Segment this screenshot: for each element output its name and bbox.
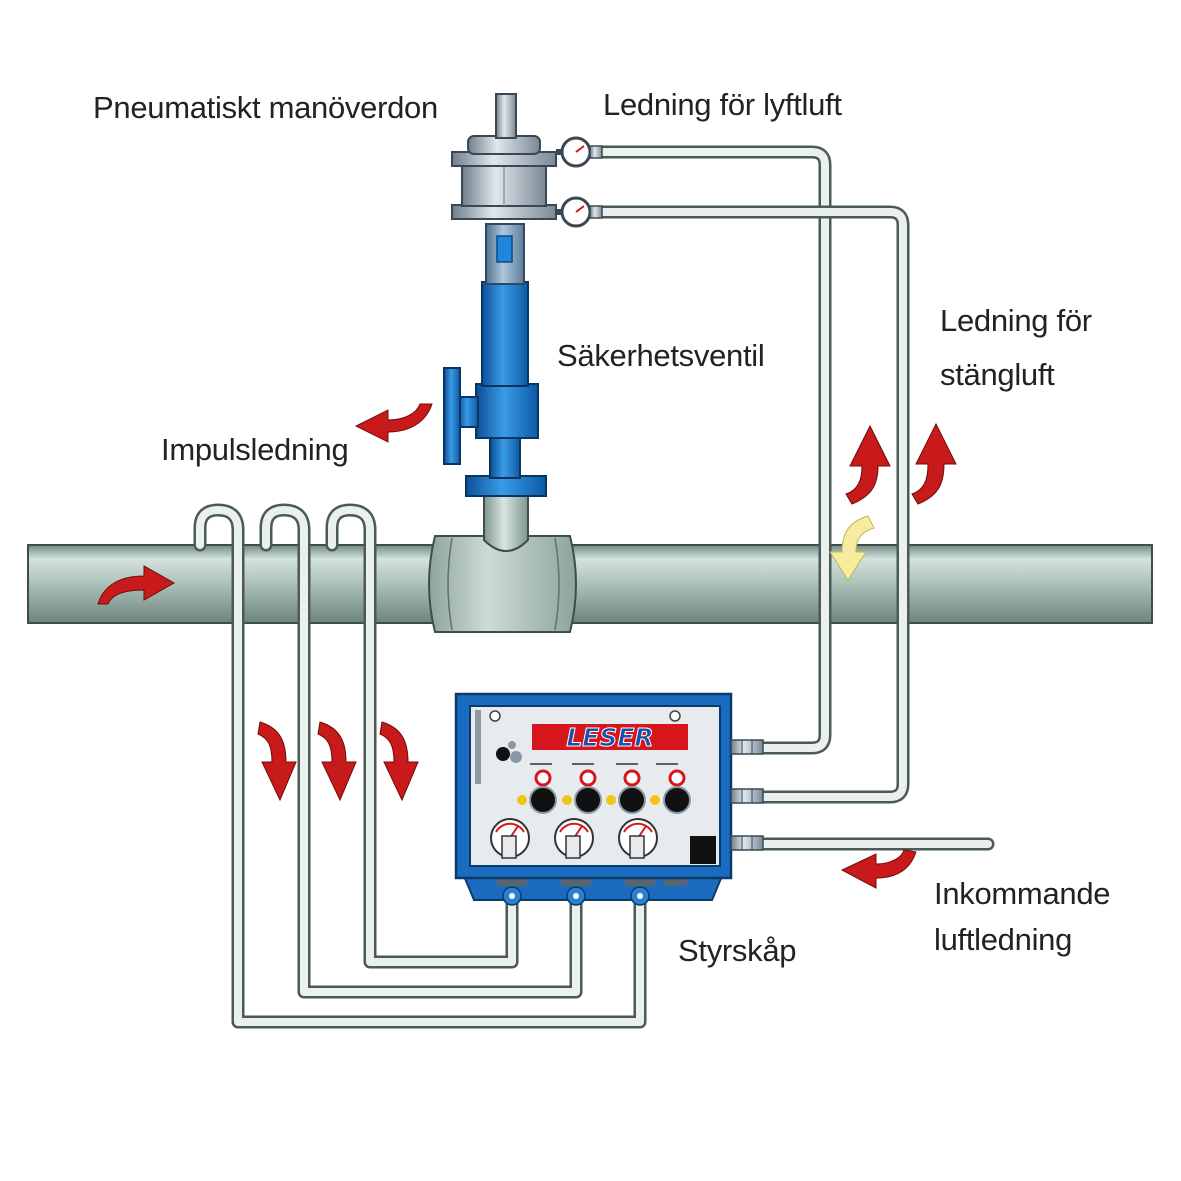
indicator-lamps <box>517 763 686 805</box>
label-close-air-line-1: Ledning för <box>940 303 1092 338</box>
label-safety-valve: Säkerhetsventil <box>557 338 765 373</box>
flow-arrow-icon <box>257 721 297 802</box>
flow-arrow-icon <box>354 403 433 443</box>
push-button-icon <box>529 786 691 814</box>
brand-name: LESER <box>566 723 653 752</box>
cabinet-valve-icon <box>502 886 650 906</box>
pressure-gauge-icon <box>556 136 603 168</box>
label-impulse-line: Impulsledning <box>161 432 349 467</box>
selector-dial-icon <box>618 818 658 859</box>
tube-core <box>196 506 644 1026</box>
air-lines <box>593 145 995 851</box>
tube-core <box>328 506 516 966</box>
pressure-gauge-icon <box>556 196 603 228</box>
label-lift-air-line: Ledning för lyftluft <box>603 87 842 122</box>
flow-arrow-icon <box>317 721 357 802</box>
tube-core <box>262 506 580 996</box>
flow-arrows <box>97 403 957 889</box>
tube-core <box>596 148 829 752</box>
label-control-cabinet: Styrskåp <box>678 933 797 968</box>
leser-logo: LESER <box>532 723 688 753</box>
flow-arrow-icon <box>829 515 875 581</box>
flow-arrow-icon <box>840 849 917 889</box>
flow-arrow-icon <box>845 424 891 505</box>
flow-arrow-icon <box>911 422 957 505</box>
control-cabinet: LESER <box>454 692 764 906</box>
label-actuator: Pneumatiskt manöverdon <box>93 90 438 125</box>
hose-fitting-icon <box>730 739 764 851</box>
tube-core <box>596 208 907 801</box>
label-incoming-air: Inkommande luftledning <box>934 875 1111 959</box>
safety-valve <box>443 93 603 552</box>
label-close-air-line: Ledning för stängluft <box>940 302 1092 394</box>
label-incoming-air-2: luftledning <box>934 921 1073 957</box>
flow-arrow-icon <box>379 721 419 802</box>
main-pipe <box>27 535 1153 633</box>
label-close-air-line-2: stängluft <box>940 356 1055 392</box>
selector-dial-icon <box>490 818 530 859</box>
impulse-lines <box>193 503 647 1029</box>
label-incoming-air-1: Inkommande <box>934 876 1111 911</box>
tube-outline <box>593 145 832 755</box>
selector-dial-icon <box>554 818 594 859</box>
flow-arrow-icon <box>97 565 176 605</box>
